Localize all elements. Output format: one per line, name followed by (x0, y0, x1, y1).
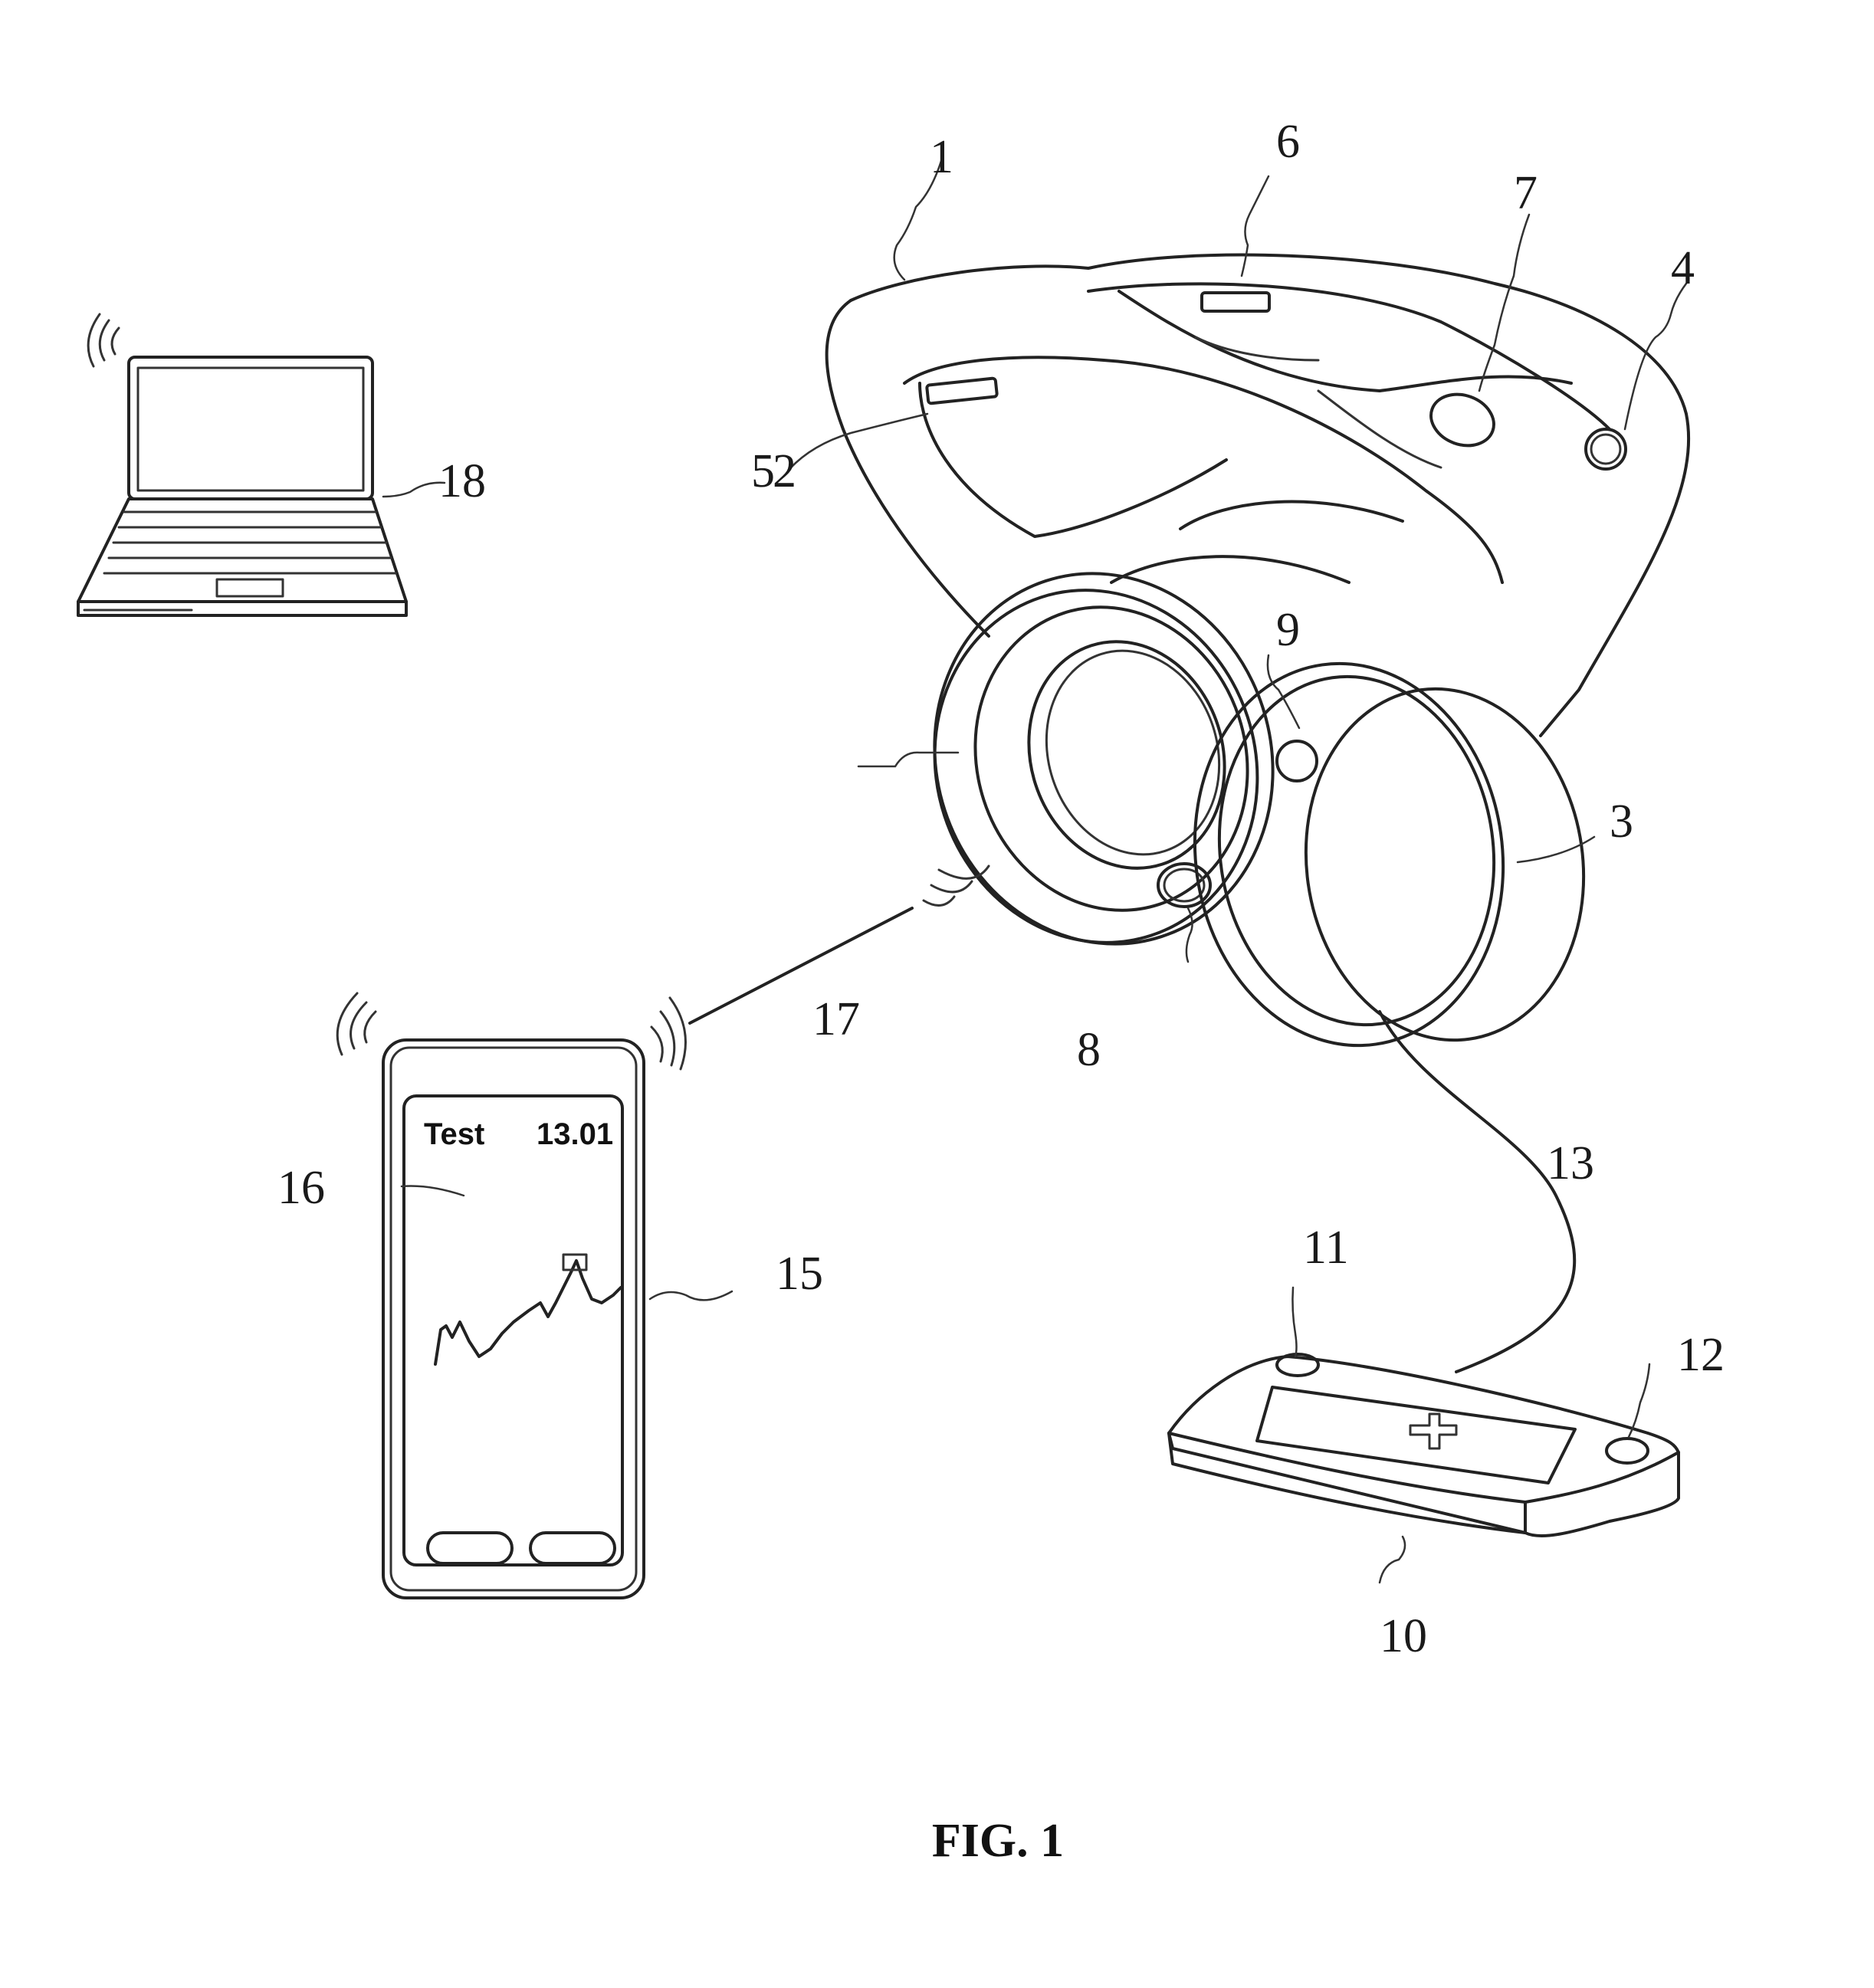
svg-text:13.01: 13.01 (537, 1117, 613, 1151)
label-sensor-6: 6 (1276, 116, 1300, 168)
wireless-signal-icon (87, 313, 120, 368)
label-smartphone: 15 (776, 1248, 823, 1300)
label-sensor-7: 7 (1514, 167, 1538, 219)
label-controller: 10 (1380, 1610, 1427, 1662)
label-wireless-link: 17 (812, 993, 860, 1045)
label-left-earcup: 2 (773, 445, 796, 497)
label-sensor-9: 9 (1276, 604, 1300, 656)
leader-lines (382, 159, 1688, 1584)
label-right-earcup: 3 (1610, 796, 1633, 848)
label-sensor-8: 8 (1077, 1024, 1101, 1076)
wireless-link-line (688, 864, 990, 1025)
label-phone-display: 16 (277, 1162, 325, 1214)
label-controller-button-right: 12 (1677, 1329, 1725, 1381)
wireless-signal-icon (336, 992, 687, 1071)
headphones-icon (825, 253, 1691, 1048)
cable-line (1378, 1010, 1577, 1373)
label-sensor-5: 5 (751, 445, 775, 497)
label-controller-button-left: 11 (1303, 1222, 1349, 1274)
smartphone-icon (382, 1038, 645, 1599)
label-cable: 13 (1547, 1137, 1594, 1189)
controller-icon (1167, 1353, 1680, 1538)
laptop-icon (77, 356, 408, 617)
label-sensor-4: 4 (1671, 242, 1695, 294)
phone-title-text: Test (424, 1117, 484, 1151)
figure-caption: FIG. 1 (932, 1815, 1064, 1867)
label-headband: 1 (930, 131, 953, 183)
label-laptop: 18 (438, 455, 486, 507)
svg-text:Test: Test (424, 1117, 484, 1151)
phone-value-text: 13.01 (537, 1117, 613, 1151)
